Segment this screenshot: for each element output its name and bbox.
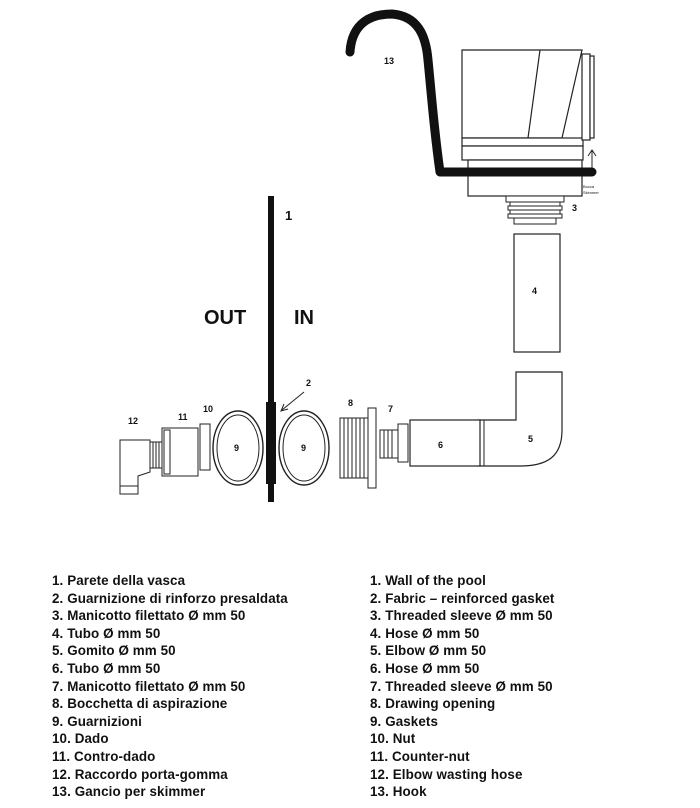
legend-item: 10. Nut — [370, 731, 416, 747]
legend-item: 8. Drawing opening — [370, 696, 496, 712]
legend-item: 13. Gancio per skimmer — [52, 784, 206, 800]
legend-item: 6. Hose Ø mm 50 — [370, 660, 480, 676]
elbow — [477, 371, 563, 467]
label-11: 11 — [178, 412, 188, 422]
legend-item: 6. Tubo Ø mm 50 — [52, 660, 161, 676]
legend-item: 4. Hose Ø mm 50 — [370, 625, 480, 641]
label-5: 5 — [528, 434, 533, 444]
legend-item: 13. Hook — [370, 784, 427, 800]
drawing-opening — [339, 407, 377, 489]
label-10: 10 — [203, 404, 213, 414]
legend-item: 3. Manicotto filettato Ø mm 50 — [52, 608, 246, 624]
label-4: 4 — [532, 286, 537, 296]
legend-item: 12. Elbow wasting hose — [370, 766, 523, 782]
label-2: 2 — [306, 378, 311, 388]
legend-english: 1. Wall of the pool 2. Fabric – reinforc… — [370, 572, 555, 801]
gasket-right — [278, 410, 330, 486]
nut — [199, 423, 211, 471]
skimmer-note-1: Bocca — [583, 184, 595, 189]
skimmer-note-2: Skimmer — [583, 190, 599, 195]
threaded-sleeve-top — [505, 195, 565, 225]
label-out: OUT — [204, 307, 246, 329]
legend-item: 2. Fabric – reinforced gasket — [370, 590, 555, 606]
reinforced-gasket — [266, 402, 276, 484]
legend-item: 10. Dado — [52, 731, 109, 747]
legend-item: 11. Counter-nut — [370, 748, 470, 764]
threaded-sleeve-side — [379, 423, 409, 463]
legend-item: 5. Gomito Ø mm 50 — [52, 643, 176, 659]
label-7: 7 — [388, 404, 393, 414]
legend-item: 5. Elbow Ø mm 50 — [370, 643, 487, 659]
legend-item: 2. Guarnizione di rinforzo presaldata — [52, 590, 288, 606]
legend-item: 12. Raccordo porta-gomma — [52, 766, 228, 782]
gasket-left — [212, 410, 264, 486]
label-in: IN — [294, 307, 314, 329]
legend-item: 8. Bocchetta di aspirazione — [52, 696, 228, 712]
gasket-arrow — [280, 391, 305, 412]
skimmer — [461, 49, 595, 197]
label-8: 8 — [348, 398, 353, 408]
assembly-diagram: Bocca Skimmer 13 3 4 5 6 7 8 — [119, 9, 599, 502]
legend-item: 1. Parete della vasca — [52, 573, 186, 588]
legend-item: 9. Gaskets — [370, 713, 438, 729]
legend-item: 11. Contro-dado — [52, 748, 156, 764]
elbow-hose-fitting — [119, 439, 163, 495]
legend-item: 7. Threaded sleeve Ø mm 50 — [370, 678, 553, 694]
legend-item: 1. Wall of the pool — [370, 573, 486, 588]
label-3: 3 — [572, 203, 577, 213]
hook — [345, 9, 597, 177]
label-9-right: 9 — [301, 443, 306, 453]
label-12: 12 — [128, 416, 138, 426]
legend-italian: 1. Parete della vasca 2. Guarnizione di … — [52, 572, 288, 801]
counter-nut — [161, 427, 199, 477]
legend-item: 4. Tubo Ø mm 50 — [52, 625, 161, 641]
label-13: 13 — [384, 56, 394, 66]
legend-item: 9. Guarnizioni — [52, 713, 142, 729]
label-6: 6 — [438, 440, 443, 450]
legend-item: 3. Threaded sleeve Ø mm 50 — [370, 608, 553, 624]
label-1: 1 — [285, 208, 292, 223]
label-9-left: 9 — [234, 443, 239, 453]
hose-horizontal — [409, 419, 481, 467]
legend-item: 7. Manicotto filettato Ø mm 50 — [52, 678, 246, 694]
hose-vertical — [513, 233, 561, 353]
